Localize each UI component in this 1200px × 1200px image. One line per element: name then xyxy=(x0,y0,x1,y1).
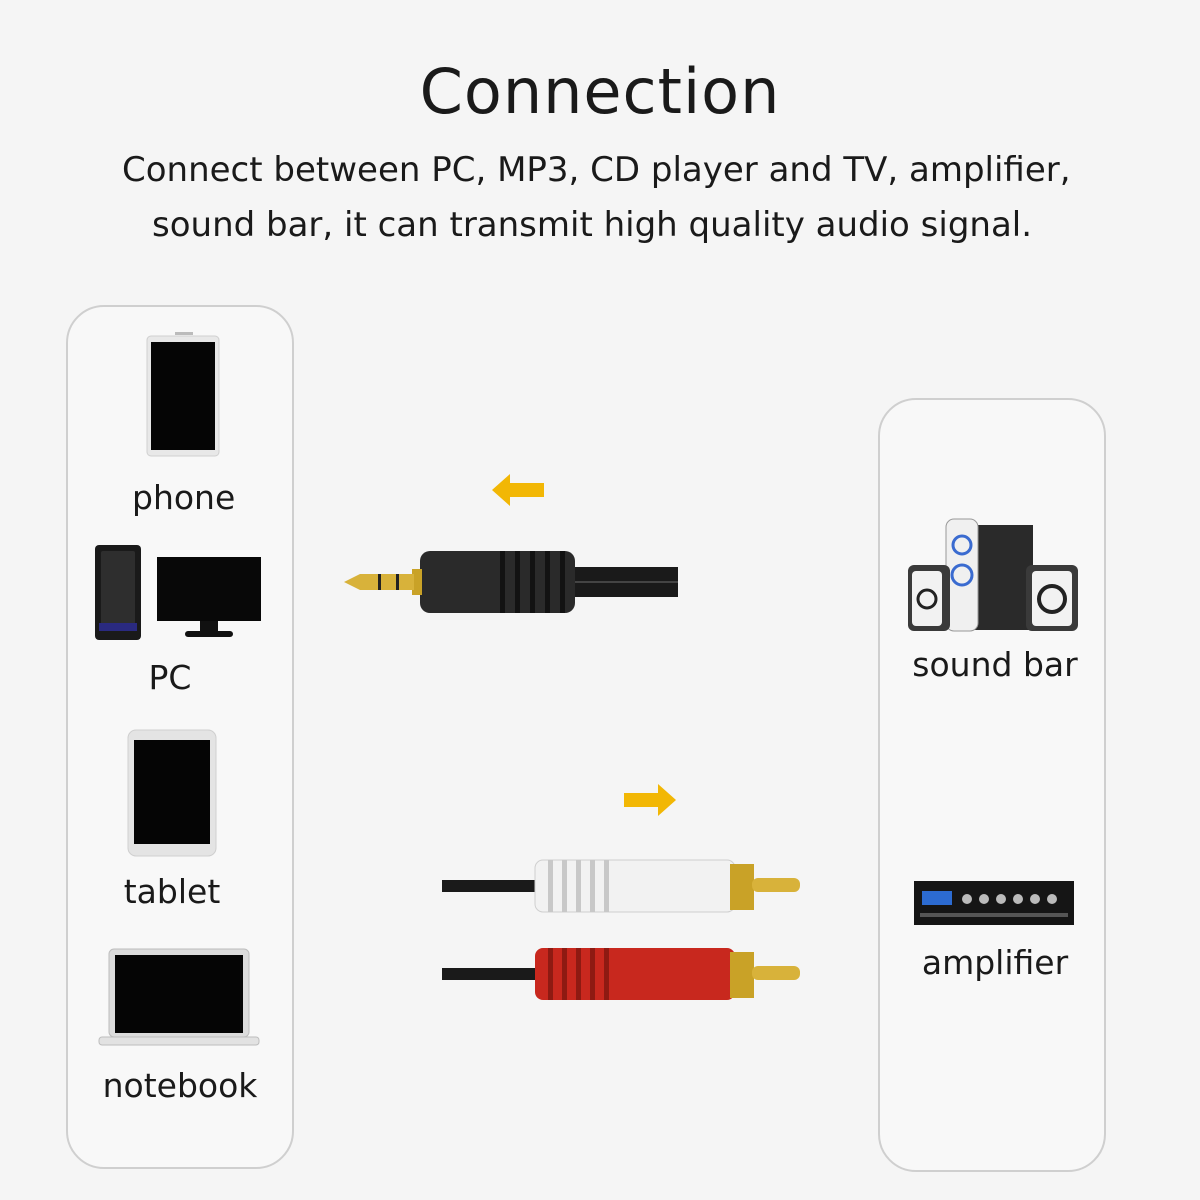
device-label-pc: PC xyxy=(148,658,192,697)
page-title: Connection xyxy=(419,55,781,128)
device-label-amplifier: amplifier xyxy=(921,943,1069,982)
rca-plug-white xyxy=(442,859,800,913)
pc-icon xyxy=(95,545,261,640)
arrow-right-icon xyxy=(624,784,676,816)
device-label-sound-bar: sound bar xyxy=(912,645,1078,684)
device-label-phone: phone xyxy=(132,478,236,517)
arrow-left-icon xyxy=(492,474,544,506)
notebook-icon xyxy=(98,948,260,1046)
device-label-notebook: notebook xyxy=(102,1066,258,1105)
tablet-icon xyxy=(127,729,217,857)
subtitle-line-2: sound bar, it can transmit high quality … xyxy=(152,205,1033,245)
rca-plug-red xyxy=(442,948,800,1000)
speaker-system-icon xyxy=(908,518,1078,632)
phone-icon xyxy=(146,332,220,457)
subtitle-line-1: Connect between PC, MP3, CD player and T… xyxy=(122,150,1071,190)
amplifier-icon xyxy=(914,881,1074,925)
device-label-tablet: tablet xyxy=(123,872,221,911)
aux-3.5mm-plug xyxy=(344,551,678,613)
